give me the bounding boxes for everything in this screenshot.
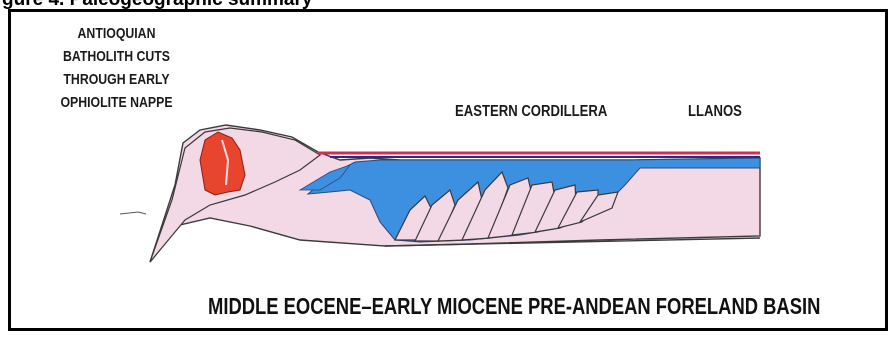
left-label-line-2: BATHOLITH CUTS	[55, 45, 178, 68]
antioquian-batholith-label: ANTIOQUIAN BATHOLITH CUTS THROUGH EARLY …	[55, 22, 178, 114]
left-label-line-4: OPHIOLITE NAPPE	[55, 91, 178, 114]
llanos-label: LLANOS	[688, 103, 742, 121]
eastern-cordillera-label: EASTERN CORDILLERA	[455, 103, 607, 121]
left-label-line-1: ANTIOQUIAN	[55, 22, 178, 45]
left-label-line-3: THROUGH EARLY	[55, 68, 178, 91]
diagram-caption: MIDDLE EOCENE–EARLY MIOCENE PRE-ANDEAN F…	[208, 293, 820, 320]
arrow-mark	[120, 212, 146, 214]
